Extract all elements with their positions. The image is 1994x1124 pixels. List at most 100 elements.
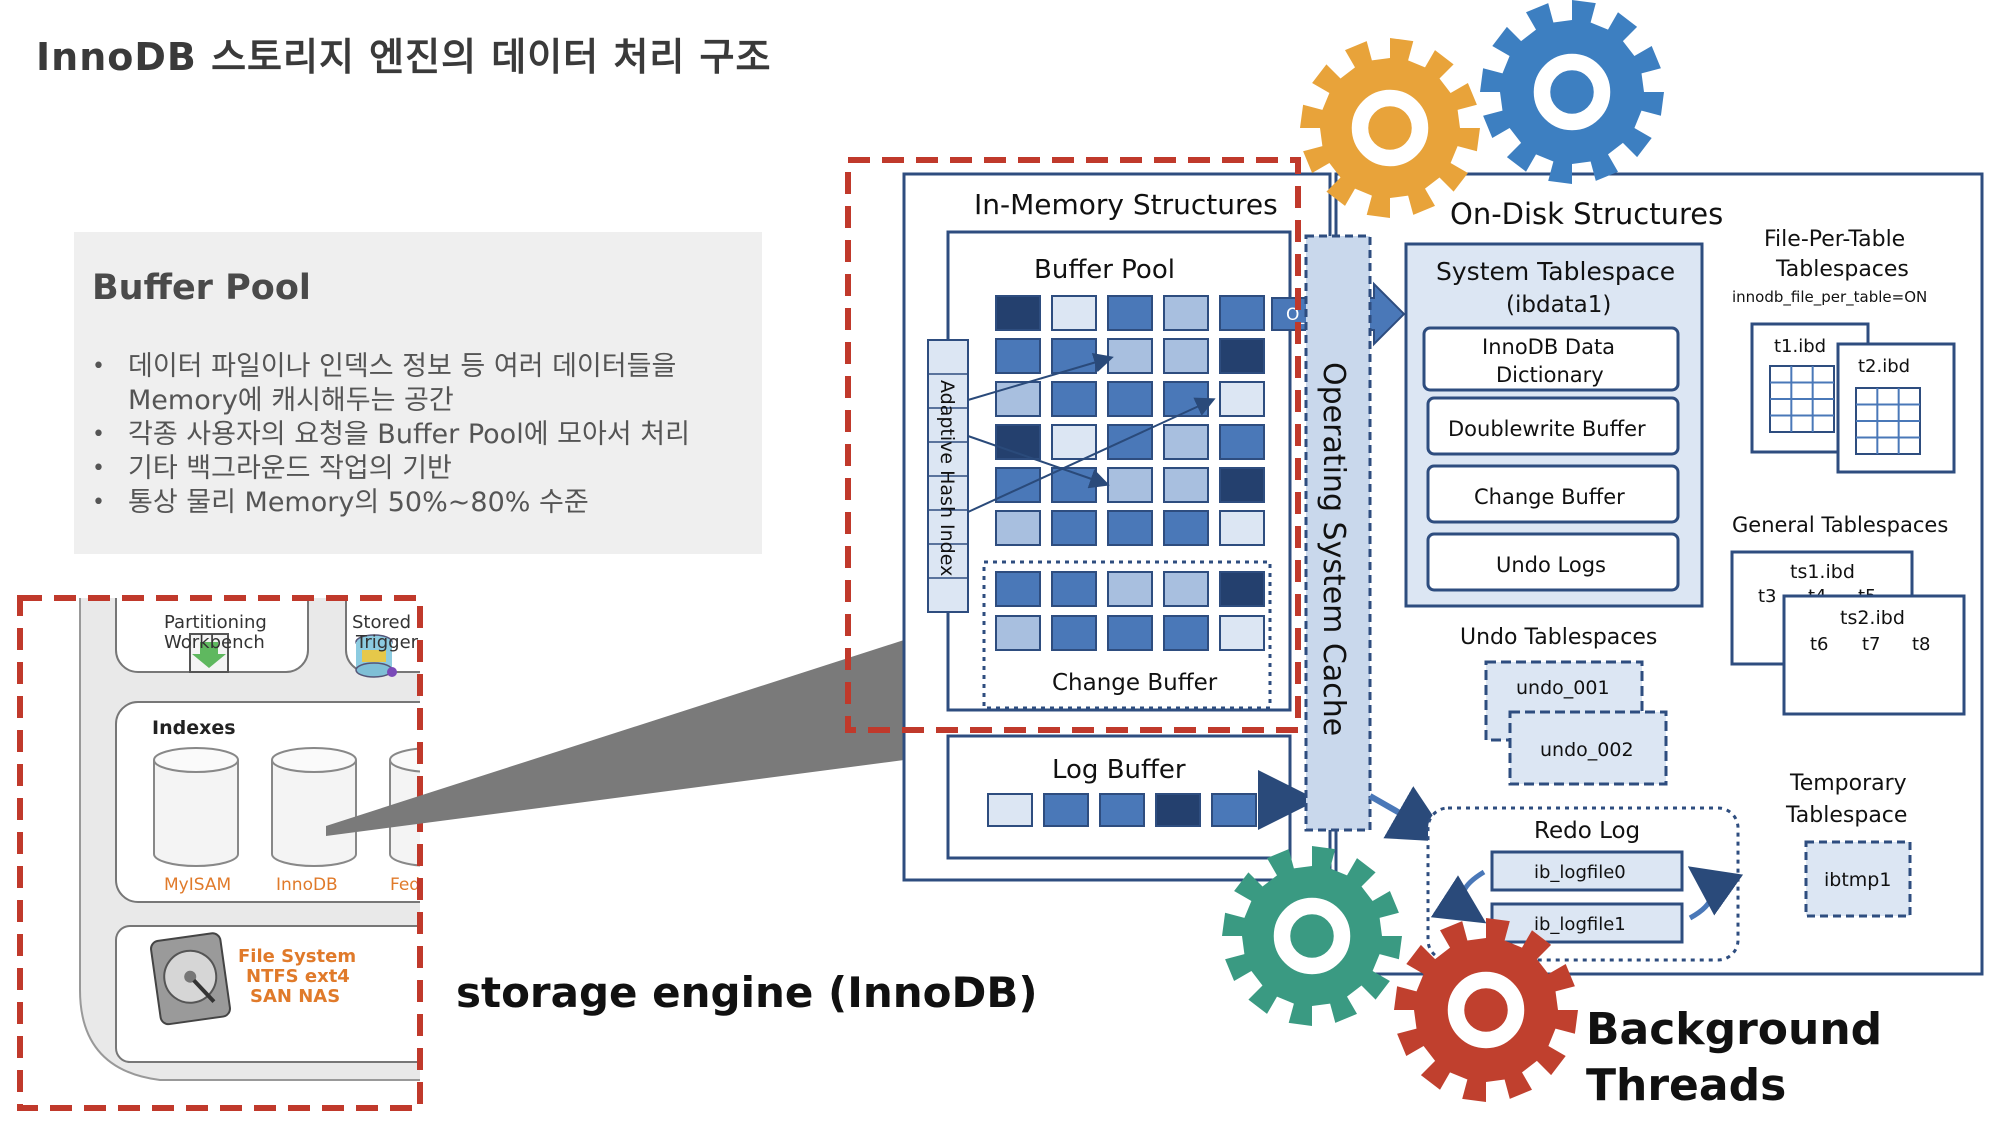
change-buffer-page bbox=[1107, 615, 1153, 651]
buffer-page bbox=[1163, 467, 1209, 503]
buffer-page bbox=[1051, 424, 1097, 460]
gear-icon-orange bbox=[1300, 38, 1480, 218]
buffer-page bbox=[1163, 338, 1209, 374]
undo-logs-label: Undo Logs bbox=[1496, 553, 1606, 577]
ts1-ibd-label: ts1.ibd bbox=[1790, 561, 1855, 583]
log-buffer-pages bbox=[987, 793, 1257, 827]
file-per-table-subtitle: Tablespaces bbox=[1775, 257, 1909, 282]
hash-pointers bbox=[967, 352, 1216, 513]
partitioning-label: Partitioning bbox=[164, 612, 267, 633]
log-buffer-page bbox=[1099, 793, 1145, 827]
undo-002-label: undo_002 bbox=[1540, 739, 1634, 761]
ib-logfile0-box bbox=[1490, 850, 1684, 892]
o-direct-label: O_DIRECT bbox=[1286, 305, 1371, 325]
workbench-label: Workbench bbox=[164, 632, 265, 653]
t1-ibd-label: t1.ibd bbox=[1774, 336, 1826, 357]
buffer-pool-title: Buffer Pool bbox=[1034, 255, 1175, 285]
buffer-page bbox=[1051, 295, 1097, 331]
buffer-page bbox=[995, 467, 1041, 503]
buffer-pool-pages bbox=[995, 295, 1265, 546]
buffer-pool-highlight-box bbox=[845, 157, 1301, 733]
indexes-label: Indexes bbox=[152, 717, 236, 739]
redo-cycle-arrow-left bbox=[1430, 869, 1487, 924]
undo-002-box bbox=[1508, 710, 1668, 786]
change-buffer-page bbox=[1107, 571, 1153, 607]
buffer-page bbox=[1107, 295, 1153, 331]
ts1-ibd-file bbox=[1730, 550, 1914, 666]
data-dictionary-label-1: InnoDB Data bbox=[1482, 335, 1615, 359]
trigger-label: Trigger bbox=[355, 632, 419, 653]
buffer-page bbox=[1219, 381, 1265, 417]
filesystem-label: File System bbox=[238, 946, 356, 967]
t5-label: t5 bbox=[1858, 586, 1877, 607]
change-buffer-page bbox=[1163, 615, 1209, 651]
buffer-page bbox=[1107, 510, 1153, 546]
t8-label: t8 bbox=[1912, 634, 1931, 655]
background-threads-line1: Background bbox=[1586, 1004, 1883, 1055]
system-tablespace-title: System Tablespace bbox=[1436, 257, 1675, 286]
buffer-page bbox=[1219, 295, 1265, 331]
engine-label-fed: Fed bbox=[390, 875, 420, 895]
change-buffer-page bbox=[995, 615, 1041, 651]
ib-logfile0-label: ib_logfile0 bbox=[1534, 862, 1626, 883]
background-threads-line2: Threads bbox=[1586, 1060, 1787, 1111]
temporary-tablespace-title: Temporary bbox=[1789, 771, 1907, 796]
buffer-page bbox=[995, 510, 1041, 546]
undo-001-label: undo_001 bbox=[1516, 677, 1610, 699]
buffer-page bbox=[1107, 467, 1153, 503]
table-grid-icon bbox=[1741, 613, 1779, 653]
buffer-pool-heading: Buffer Pool bbox=[92, 268, 311, 308]
buffer-page bbox=[1219, 467, 1265, 503]
innodb-cylinder-icon bbox=[271, 747, 357, 867]
log-buffer-label: Log Buffer bbox=[1052, 755, 1186, 785]
buffer-page bbox=[995, 295, 1041, 331]
change-buffer-page bbox=[1163, 571, 1209, 607]
log-buffer-page bbox=[1211, 793, 1257, 827]
bullet-item: 데이터 파일이나 인덱스 정보 등 여러 데이터들을 Memory에 캐시해두는… bbox=[92, 350, 752, 418]
bullet-item: 기타 백그라운드 작업의 기반 bbox=[92, 452, 752, 486]
buffer-page bbox=[995, 338, 1041, 374]
file-per-table-setting: innodb_file_per_table=ON bbox=[1732, 288, 1927, 307]
hard-disk-icon bbox=[150, 932, 231, 1026]
workbench-icon bbox=[189, 633, 229, 673]
buffer-page bbox=[1051, 467, 1097, 503]
gear-icon-red bbox=[1394, 918, 1578, 1102]
doublewrite-buffer-box bbox=[1426, 396, 1680, 456]
bullet-item: 각종 사용자의 요청을 Buffer Pool에 모아서 처리 bbox=[92, 418, 752, 452]
undo-logs-box bbox=[1426, 532, 1680, 592]
buffer-page bbox=[995, 424, 1041, 460]
change-buffer-page bbox=[1219, 571, 1265, 607]
gear-icon-blue bbox=[1480, 0, 1664, 184]
system-tablespace-box bbox=[1404, 242, 1704, 608]
buffer-page bbox=[1219, 338, 1265, 374]
buffer-pool-bullets: 데이터 파일이나 인덱스 정보 등 여러 데이터들을 Memory에 캐시해두는… bbox=[92, 350, 752, 520]
table-grid-icons bbox=[1741, 365, 1945, 699]
log-buffer-page bbox=[1043, 793, 1089, 827]
background-threads-caption: Background Threads bbox=[1586, 1002, 1882, 1114]
buffer-page bbox=[1163, 295, 1209, 331]
bullet-item: 통상 물리 Memory의 50%~80% 수준 bbox=[92, 486, 752, 520]
ib-logfile1-box bbox=[1490, 902, 1684, 944]
ts2-ibd-file bbox=[1782, 594, 1966, 716]
engine-label-myisam: MyISAM bbox=[164, 875, 231, 895]
adaptive-hash-index-box bbox=[927, 339, 969, 613]
in-memory-box bbox=[902, 172, 1332, 882]
buffer-page bbox=[1107, 381, 1153, 417]
engine-label-innodb: InnoDB bbox=[276, 875, 338, 895]
redo-log-title: Redo Log bbox=[1534, 818, 1640, 844]
os-cache-label: Operating System Cache bbox=[1316, 362, 1351, 736]
file-per-table-title: File-Per-Table bbox=[1764, 227, 1905, 252]
on-disk-title: On-Disk Structures bbox=[1450, 197, 1723, 231]
table-grid-icon bbox=[1903, 659, 1945, 699]
change-buffer-disk-label: Change Buffer bbox=[1474, 485, 1625, 509]
buffer-page bbox=[1163, 381, 1209, 417]
change-buffer-memory-box bbox=[982, 560, 1272, 710]
buffer-page bbox=[1051, 510, 1097, 546]
in-memory-title: In-Memory Structures bbox=[974, 188, 1278, 221]
doublewrite-buffer-label: Doublewrite Buffer bbox=[1448, 417, 1646, 441]
os-cache-box bbox=[1304, 234, 1372, 832]
log-buffer-page bbox=[987, 793, 1033, 827]
log-buffer-page bbox=[1155, 793, 1201, 827]
filesystem-storage: SAN NAS bbox=[250, 986, 340, 1007]
buffer-page bbox=[995, 381, 1041, 417]
